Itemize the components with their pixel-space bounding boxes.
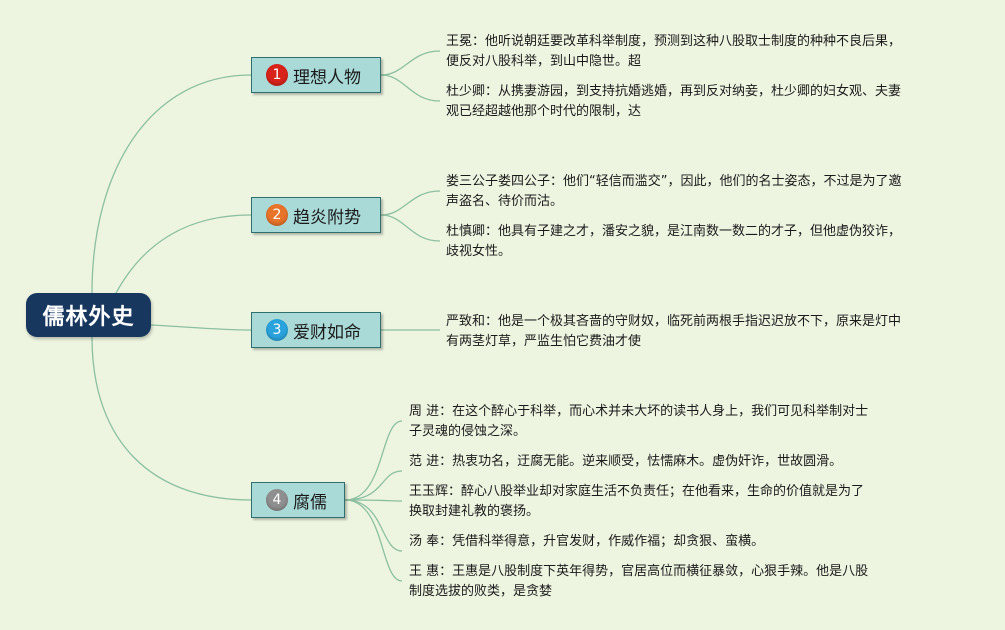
branch-node-pedantic-scholars[interactable]: 4 腐儒 [251,482,345,518]
leaf-line: 周 进：在这个醉心于科举，而心术并未大坏的读书人身上，我们可见科举制对士 [409,404,869,419]
number-badge-icon: 3 [266,319,288,341]
leaf-topic[interactable]: 王 惠：王惠是八股制度下英年得势，官居高位而横征暴敛，心狠手辣。他是八股 制度选… [409,562,868,602]
number-badge-icon: 1 [266,64,288,86]
leaf-line: 观已经超越他那个时代的限制，达 [446,104,642,119]
link-branch-4-leaf-5 [344,499,403,582]
link-branch-1-leaf-2 [380,74,441,102]
branch-node-flattering-power[interactable]: 2 趋炎附势 [251,197,381,233]
branch-label: 腐儒 [293,492,327,513]
number-badge-icon: 4 [266,489,288,511]
leaf-line: 制度选拔的败类，是贪婪 [409,584,553,599]
leaf-topic[interactable]: 严致和：他是一个极其吝啬的守财奴，临死前两根手指迟迟放不下，原来是灯中 有两茎灯… [446,312,901,352]
branch-label: 趋炎附势 [293,207,361,228]
leaf-line: 声盗名、待价而沽。 [446,194,564,209]
leaf-line: 汤 奉：凭借科举得意，升官发财，作威作福；却贪狠、蛮横。 [409,534,765,549]
leaf-line: 杜少卿：从携妻游园，到支持抗婚逃婚，再到反对纳妾，杜少卿的妇女观、夫妻 [446,84,902,99]
leaf-topic[interactable]: 娄三公子娄四公子：他们“轻信而滥交”，因此，他们的名士姿态，不过是为了邀 声盗名… [446,172,901,212]
leaf-line: 换取封建礼教的褒扬。 [409,504,540,519]
leaf-line: 王 惠：王惠是八股制度下英年得势，官居高位而横征暴敛，心狠手辣。他是八股 [409,564,869,579]
branch-label: 爱财如命 [293,322,361,343]
leaf-line: 有两茎灯草，严监生怕它费油才使 [446,334,642,349]
root-node[interactable]: 儒林外史 [26,293,151,337]
leaf-topic[interactable]: 周 进：在这个醉心于科举，而心术并未大坏的读书人身上，我们可见科举制对士 子灵魂… [409,402,868,442]
leaf-line: 便反对八股科举，到山中隐世。超 [446,54,642,69]
leaf-topic[interactable]: 杜少卿：从携妻游园，到支持抗婚逃婚，再到反对纳妾，杜少卿的妇女观、夫妻 观已经超… [446,82,901,122]
leaf-topic[interactable]: 杜慎卿：他具有子建之才，潘安之貌，是江南数一数二的才子，但他虚伪狡诈， 歧视女性… [446,222,901,262]
branch-label: 理想人物 [293,67,361,88]
number-badge-icon: 2 [266,204,288,226]
link-branch-2-leaf-1 [380,190,441,216]
leaf-topic[interactable]: 范 进：热衷功名，迂腐无能。逆来顺受，怯懦麻木。虚伪奸诈，世故圆滑。 [409,452,842,472]
leaf-line: 严致和：他是一个极其吝啬的守财奴，临死前两根手指迟迟放不下，原来是灯中 [446,314,902,329]
leaf-line: 子灵魂的侵蚀之深。 [409,424,527,439]
link-branch-4-leaf-4 [344,499,403,552]
link-branch-2-leaf-2 [380,214,441,242]
link-root-branch-1 [91,74,252,294]
link-branch-4-leaf-1 [344,420,403,501]
leaf-line: 王玉辉：醉心八股举业却对家庭生活不负责任；在他看来，生命的价值就是为了 [409,484,865,499]
link-root-branch-2 [115,214,252,294]
link-root-branch-3 [150,324,252,331]
leaf-line: 杜慎卿：他具有子建之才，潘安之貌，是江南数一数二的才子，但他虚伪狡诈， [446,224,902,239]
link-branch-1-leaf-1 [380,50,441,76]
link-root-branch-4 [91,336,252,501]
leaf-line: 范 进：热衷功名，迂腐无能。逆来顺受，怯懦麻木。虚伪奸诈，世故圆滑。 [409,454,843,469]
leaf-topic[interactable]: 王冕：他听说朝廷要改革科举制度，预测到这种八股取士制度的种种不良后果， 便反对八… [446,32,901,72]
leaf-line: 娄三公子娄四公子：他们“轻信而滥交”，因此，他们的名士姿态，不过是为了邀 [446,174,902,189]
root-label: 儒林外史 [42,305,135,330]
leaf-topic[interactable]: 汤 奉：凭借科举得意，升官发财，作威作福；却贪狠、蛮横。 [409,532,764,552]
branch-node-money-lovers[interactable]: 3 爱财如命 [251,312,381,348]
leaf-line: 王冕：他听说朝廷要改革科举制度，预测到这种八股取士制度的种种不良后果， [446,34,902,49]
branch-node-ideal-figures[interactable]: 1 理想人物 [251,57,381,93]
link-branch-4-leaf-3 [344,499,403,502]
link-branch-4-leaf-2 [344,470,403,501]
leaf-topic[interactable]: 王玉辉：醉心八股举业却对家庭生活不负责任；在他看来，生命的价值就是为了 换取封建… [409,482,864,522]
leaf-line: 歧视女性。 [446,244,512,259]
